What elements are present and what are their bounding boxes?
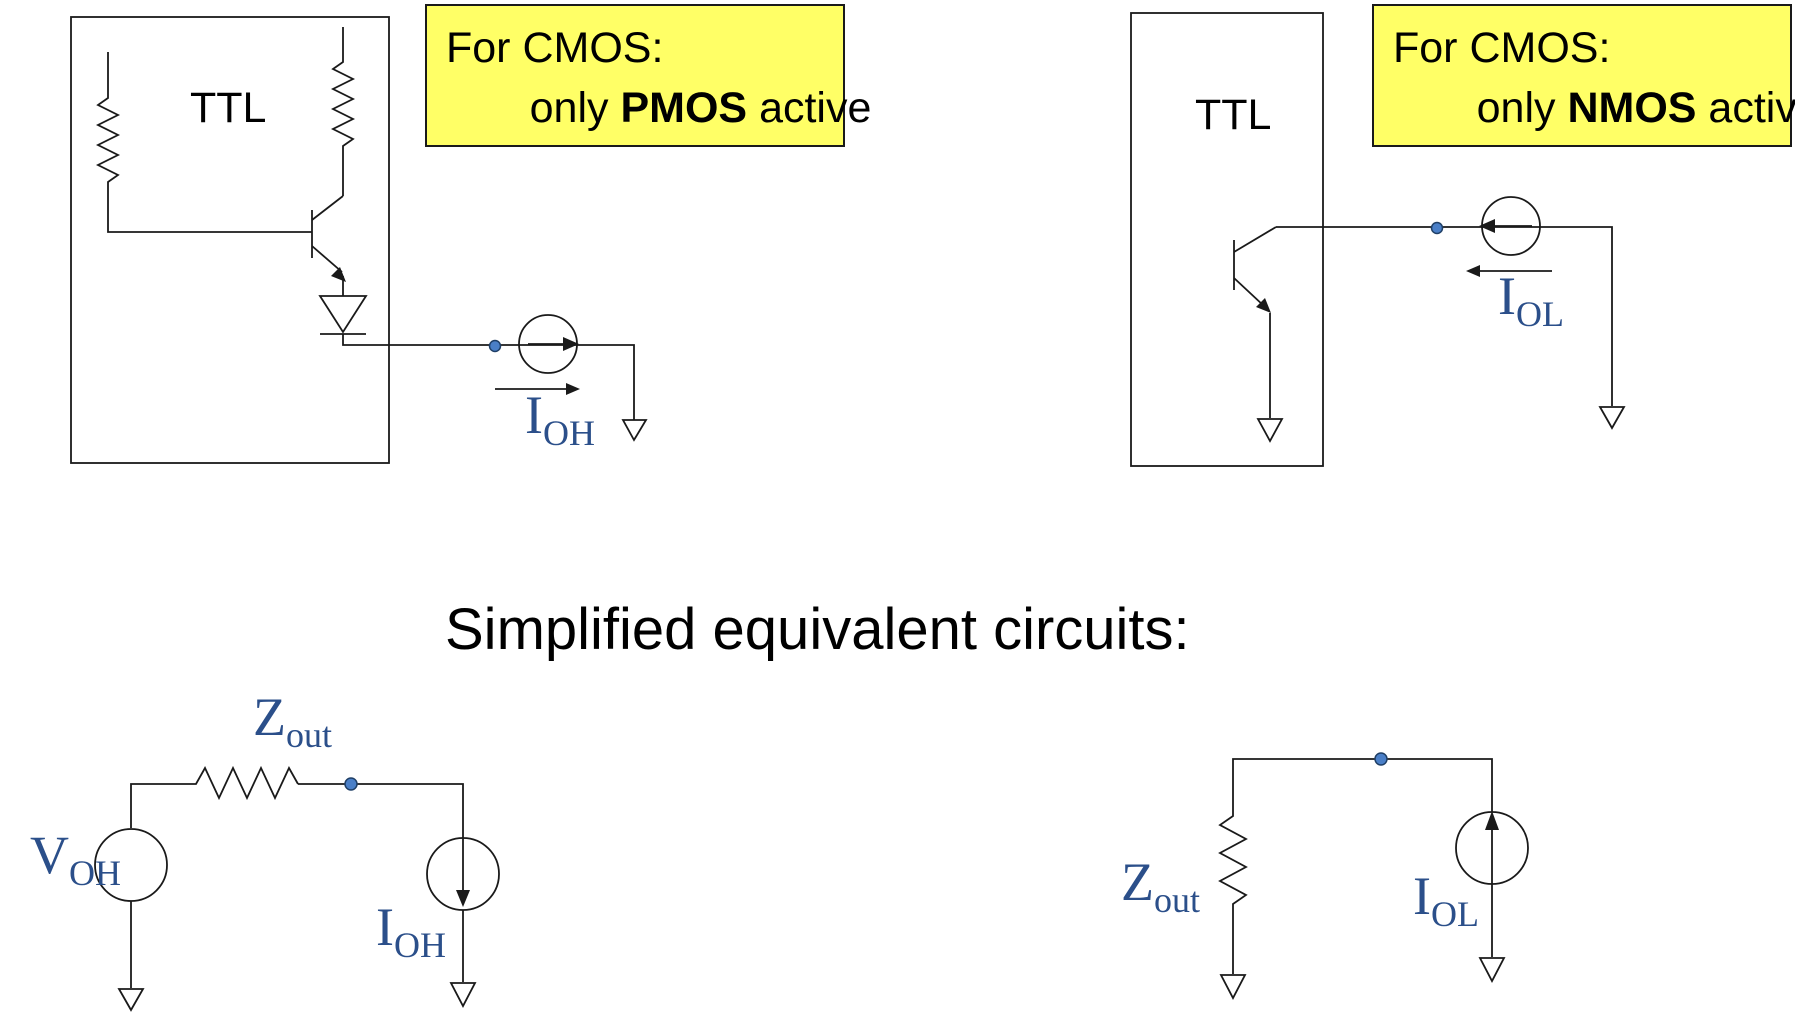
iol-label-top: IOL (1470, 266, 1584, 334)
note-line2-left: only PMOS active (446, 84, 931, 132)
ground-icon-right (1598, 406, 1626, 430)
voh-label: VOH (2, 825, 141, 893)
output-wire-bottom-left (298, 783, 464, 838)
transistor-collector-right (1233, 226, 1277, 253)
transistor-collector-left (311, 195, 344, 221)
ioh-direction-arrow-icon (566, 383, 580, 395)
pullup-resistor-right (330, 27, 356, 196)
iol-direction-arrow-icon (1466, 265, 1480, 277)
output-node-bottom-left (344, 777, 358, 791)
top-wire-bottom-right (1232, 758, 1493, 812)
transistor-emitter-right (1233, 277, 1265, 307)
iol-label-bottom: IOL (1385, 866, 1499, 934)
note-line2-right: only NMOS active (1393, 84, 1795, 132)
current-source-arrow-right-icon (1479, 219, 1495, 233)
ttl-label-left: TTL (190, 84, 266, 132)
current-source-arrow-icon (563, 337, 579, 351)
section-heading: Simplified equivalent circuits: (445, 597, 1190, 662)
ioh-source-arrow-icon (456, 890, 470, 907)
ground-icon (621, 419, 648, 442)
ioh-label-bottom: IOH (348, 897, 466, 965)
cmos-note-nmos (1372, 4, 1792, 147)
transistor-collector-wire (1276, 226, 1613, 406)
ground-icon-iol (1478, 957, 1506, 983)
transistor-emitter-left (311, 245, 343, 273)
zout-label-left: Zout (225, 687, 352, 755)
note-line1-left: For CMOS: (446, 24, 663, 72)
emitter-arrow-right-icon (1256, 298, 1271, 313)
ground-icon-zout (1219, 974, 1247, 1000)
low-equivalent-circuit: Zout IOL (1093, 752, 1529, 1000)
high-equivalent-circuit: VOH IOH Zout (2, 687, 500, 1012)
output-wire-left (342, 334, 635, 420)
ttl-label-right: TTL (1195, 91, 1271, 139)
zout-resistor-left (180, 765, 299, 801)
ground-icon-ttl (1256, 418, 1284, 443)
ttl-low-output-circuit: TTL IOL For CMOS: only NMOS active (1130, 4, 1795, 467)
zout-resistor-right (1218, 808, 1248, 974)
note-line1-right: For CMOS: (1393, 24, 1610, 72)
iol-source-arrow-icon (1485, 811, 1499, 830)
pullup-resistor-left (95, 52, 312, 233)
cmos-note-pmos (425, 4, 845, 147)
ground-icon-ioh (449, 982, 477, 1008)
ground-icon-voh (117, 988, 145, 1012)
output-node-left (488, 339, 502, 353)
zout-label-right: Zout (1093, 852, 1220, 920)
voh-top-wire (130, 783, 180, 828)
output-node-right (1430, 221, 1444, 235)
diode-icon (318, 295, 368, 334)
ttl-high-output-circuit: TTL IOH For CMOS: only (70, 4, 931, 464)
ioh-label-top: IOH (497, 385, 615, 453)
ttl-block-left (70, 16, 390, 464)
output-node-bottom-right (1374, 752, 1388, 766)
ttl-block-right (1130, 12, 1324, 467)
